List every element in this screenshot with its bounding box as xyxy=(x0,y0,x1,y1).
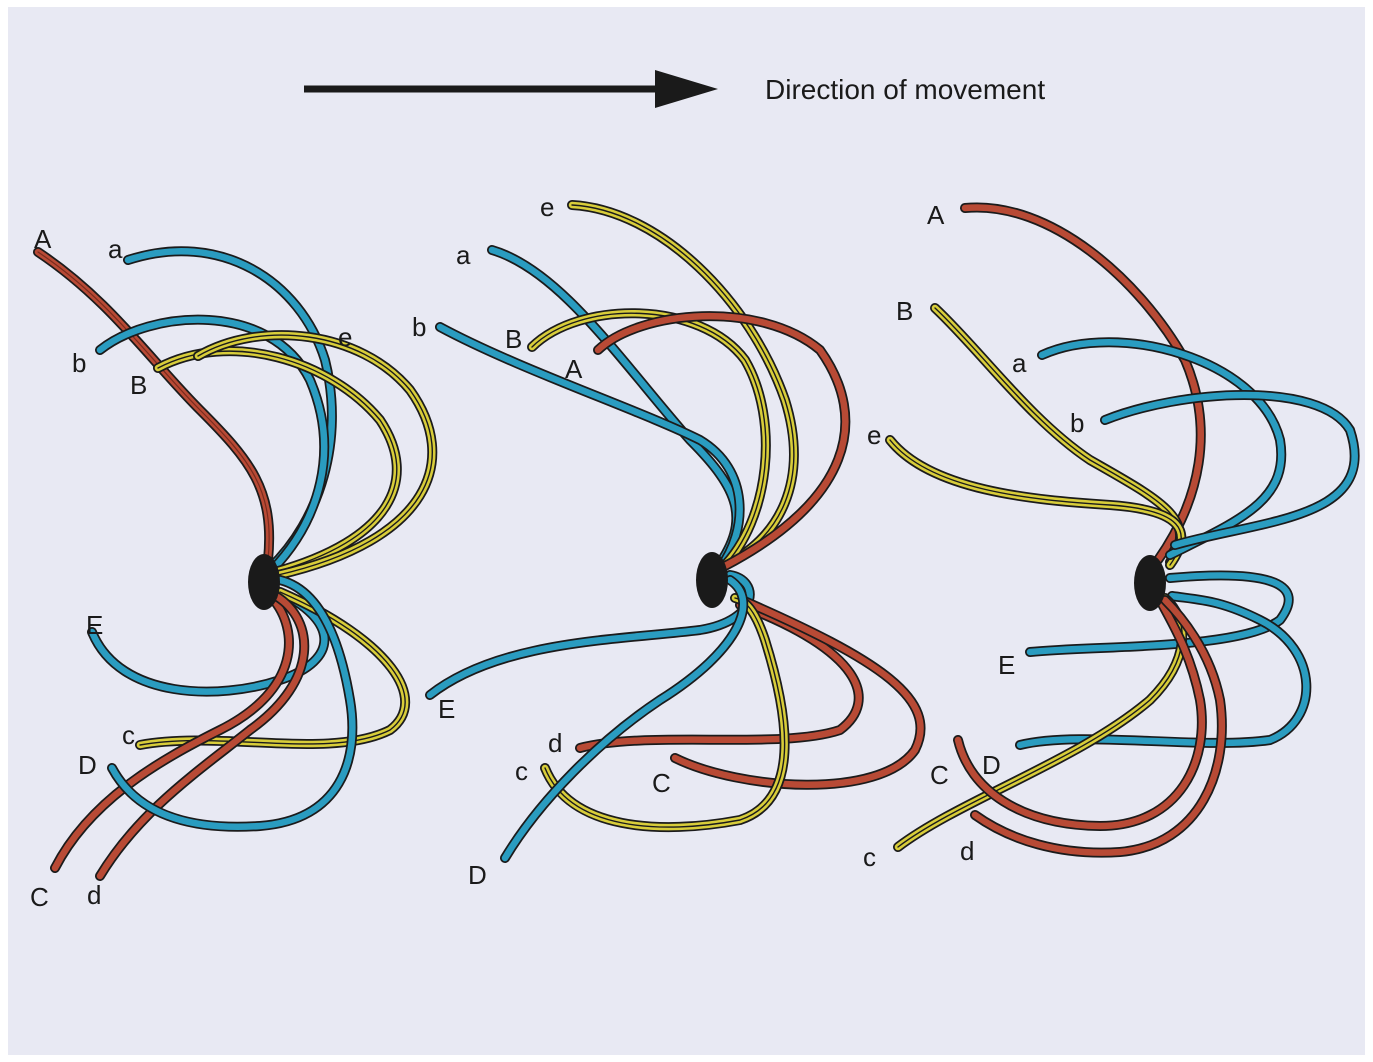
wire-A-2 xyxy=(593,311,851,571)
wire-C-3 xyxy=(953,595,1207,831)
label-a-panel-2: a xyxy=(456,240,471,270)
wire-D-3 xyxy=(1015,591,1312,750)
wire-d-3 xyxy=(970,595,1227,858)
label-C-panel-3: C xyxy=(930,760,949,790)
wire-a-3 xyxy=(1037,337,1287,560)
wire-A-1 xyxy=(33,247,275,565)
label-e-panel-2: e xyxy=(540,192,554,222)
label-C-panel-2: C xyxy=(652,768,671,798)
label-D-panel-2: D xyxy=(468,860,487,890)
label-B-panel-1: B xyxy=(130,370,147,400)
label-b-panel-2: b xyxy=(412,312,426,342)
wire-d-2 xyxy=(575,600,864,753)
label-C-panel-1: C xyxy=(30,882,49,912)
direction-arrow xyxy=(304,70,718,108)
wire-e-3 xyxy=(885,435,1187,570)
wire-B-1 xyxy=(153,346,402,577)
wire-E-3 xyxy=(1025,570,1294,657)
node-1 xyxy=(248,554,280,610)
wire-D-2 xyxy=(500,575,749,863)
wire-b-2 xyxy=(435,322,745,573)
label-d-panel-1: d xyxy=(87,880,101,910)
label-B-panel-3: B xyxy=(896,296,913,326)
wire-B-2 xyxy=(527,308,771,573)
wire-e-1 xyxy=(193,330,438,580)
label-A-panel-1: A xyxy=(34,224,52,254)
label-a-panel-3: a xyxy=(1012,348,1027,378)
label-D-panel-3: D xyxy=(982,750,1001,780)
panel-3-wires xyxy=(885,202,1360,858)
wire-d-1 xyxy=(95,591,310,881)
label-d-panel-3: d xyxy=(960,836,974,866)
wire-b-1 xyxy=(95,314,330,575)
wire-E-2 xyxy=(425,570,755,700)
label-B-panel-2: B xyxy=(505,324,522,354)
wire-C-1 xyxy=(50,593,294,873)
label-D-panel-1: D xyxy=(78,750,97,780)
node-2 xyxy=(696,552,728,608)
figure-background xyxy=(8,7,1365,1055)
wire-c-1 xyxy=(135,587,411,750)
label-A-panel-2: A xyxy=(565,354,583,384)
wire-c-3 xyxy=(893,593,1188,852)
wire-a-1 xyxy=(123,246,337,573)
wire-c-2 xyxy=(540,593,790,833)
node-3 xyxy=(1134,555,1166,611)
label-c-panel-1: c xyxy=(122,720,135,750)
label-d-panel-2: d xyxy=(548,728,562,758)
direction-caption: Direction of movement xyxy=(765,74,1045,105)
wire-D-1 xyxy=(107,575,358,832)
panel-2-wires xyxy=(425,200,926,863)
label-c-panel-3: c xyxy=(863,842,876,872)
label-c-panel-2: c xyxy=(515,756,528,786)
wire-e-2 xyxy=(567,200,799,571)
label-e-panel-3: e xyxy=(867,420,881,450)
label-b-panel-1: b xyxy=(72,348,86,378)
panel-1-wires xyxy=(33,246,438,881)
label-a-panel-1: a xyxy=(108,234,123,264)
wire-C-2 xyxy=(670,595,926,790)
wire-b-3 xyxy=(1100,390,1360,550)
label-E-panel-2: E xyxy=(438,694,455,724)
label-A-panel-3: A xyxy=(927,200,945,230)
label-e-panel-1: e xyxy=(338,322,352,352)
label-E-panel-1: E xyxy=(86,610,103,640)
label-b-panel-3: b xyxy=(1070,408,1084,438)
label-E-panel-3: E xyxy=(998,650,1015,680)
